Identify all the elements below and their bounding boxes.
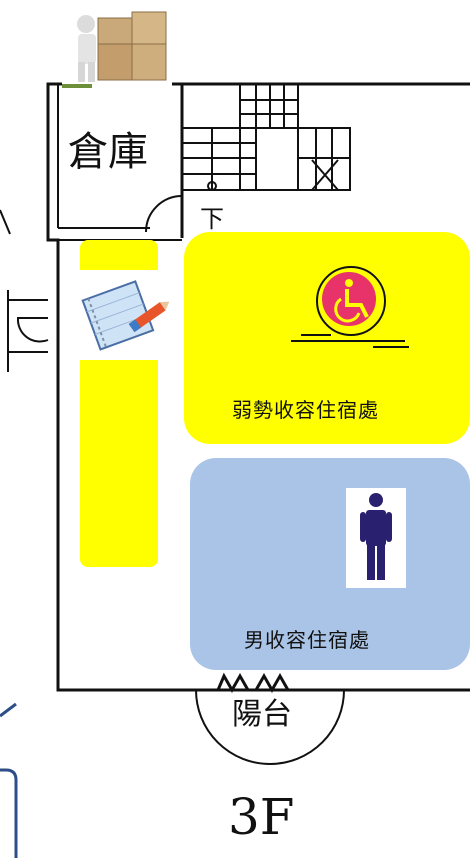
notebook-pencil-icon — [72, 270, 172, 360]
disabled-shelter-room — [184, 232, 470, 444]
disabled-shelter-label: 弱勢收容住宿處 — [232, 398, 379, 422]
male-person-icon — [346, 488, 406, 588]
balcony-label: 陽台 — [232, 697, 292, 732]
male-shelter-room — [190, 458, 470, 670]
floor-label: 3F — [228, 788, 295, 846]
male-shelter-label: 男收容住宿處 — [244, 628, 370, 652]
storage-boxes-icon — [62, 0, 172, 92]
storage-room-label: 倉庫 — [68, 129, 148, 175]
wheelchair-accessible-icon — [285, 255, 413, 355]
stairs-down-label: 下 — [200, 205, 224, 233]
